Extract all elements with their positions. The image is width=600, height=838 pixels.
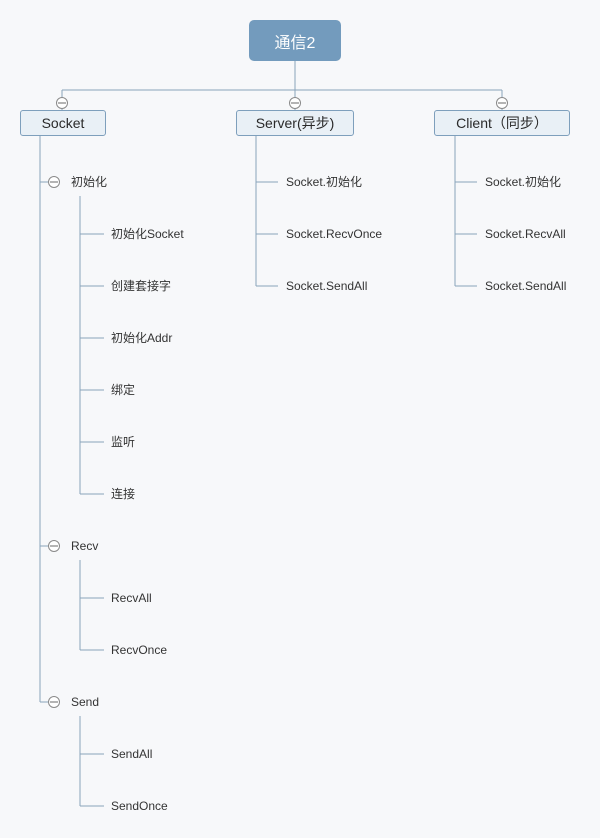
init-item[interactable]: 初始化Socket <box>111 227 184 241</box>
collapse-send-icon[interactable] <box>48 696 60 708</box>
collapse-init-icon[interactable] <box>48 176 60 188</box>
collapse-recv-icon[interactable] <box>48 540 60 552</box>
branch-server[interactable]: Server(异步) <box>236 110 354 136</box>
group-init-label[interactable]: 初始化 <box>71 175 108 189</box>
init-item[interactable]: 初始化Addr <box>111 331 173 345</box>
branch-socket[interactable]: Socket <box>20 110 106 136</box>
root-topic[interactable]: 通信2 <box>249 20 341 61</box>
recv-item[interactable]: RecvOnce <box>111 643 168 657</box>
group-send-label[interactable]: Send <box>71 695 100 709</box>
group-recv-label[interactable]: Recv <box>71 539 99 553</box>
send-item[interactable]: SendAll <box>111 747 153 761</box>
collapse-client-icon[interactable] <box>496 97 508 109</box>
init-item[interactable]: 创建套接字 <box>111 279 172 293</box>
collapse-socket-icon[interactable] <box>56 97 68 109</box>
collapse-server-icon[interactable] <box>289 97 301 109</box>
client-item[interactable]: Socket.RecvAll <box>485 227 566 241</box>
server-item[interactable]: Socket.SendAll <box>286 279 368 293</box>
server-item[interactable]: Socket.初始化 <box>286 175 363 189</box>
branch-client[interactable]: Client（同步） <box>434 110 570 136</box>
init-item[interactable]: 监听 <box>111 435 136 449</box>
client-item[interactable]: Socket.初始化 <box>485 175 562 189</box>
send-item[interactable]: SendOnce <box>111 799 168 813</box>
server-item[interactable]: Socket.RecvOnce <box>286 227 383 241</box>
client-item[interactable]: Socket.SendAll <box>485 279 567 293</box>
init-item[interactable]: 连接 <box>111 487 136 501</box>
recv-item[interactable]: RecvAll <box>111 591 152 605</box>
init-item[interactable]: 绑定 <box>111 383 136 397</box>
